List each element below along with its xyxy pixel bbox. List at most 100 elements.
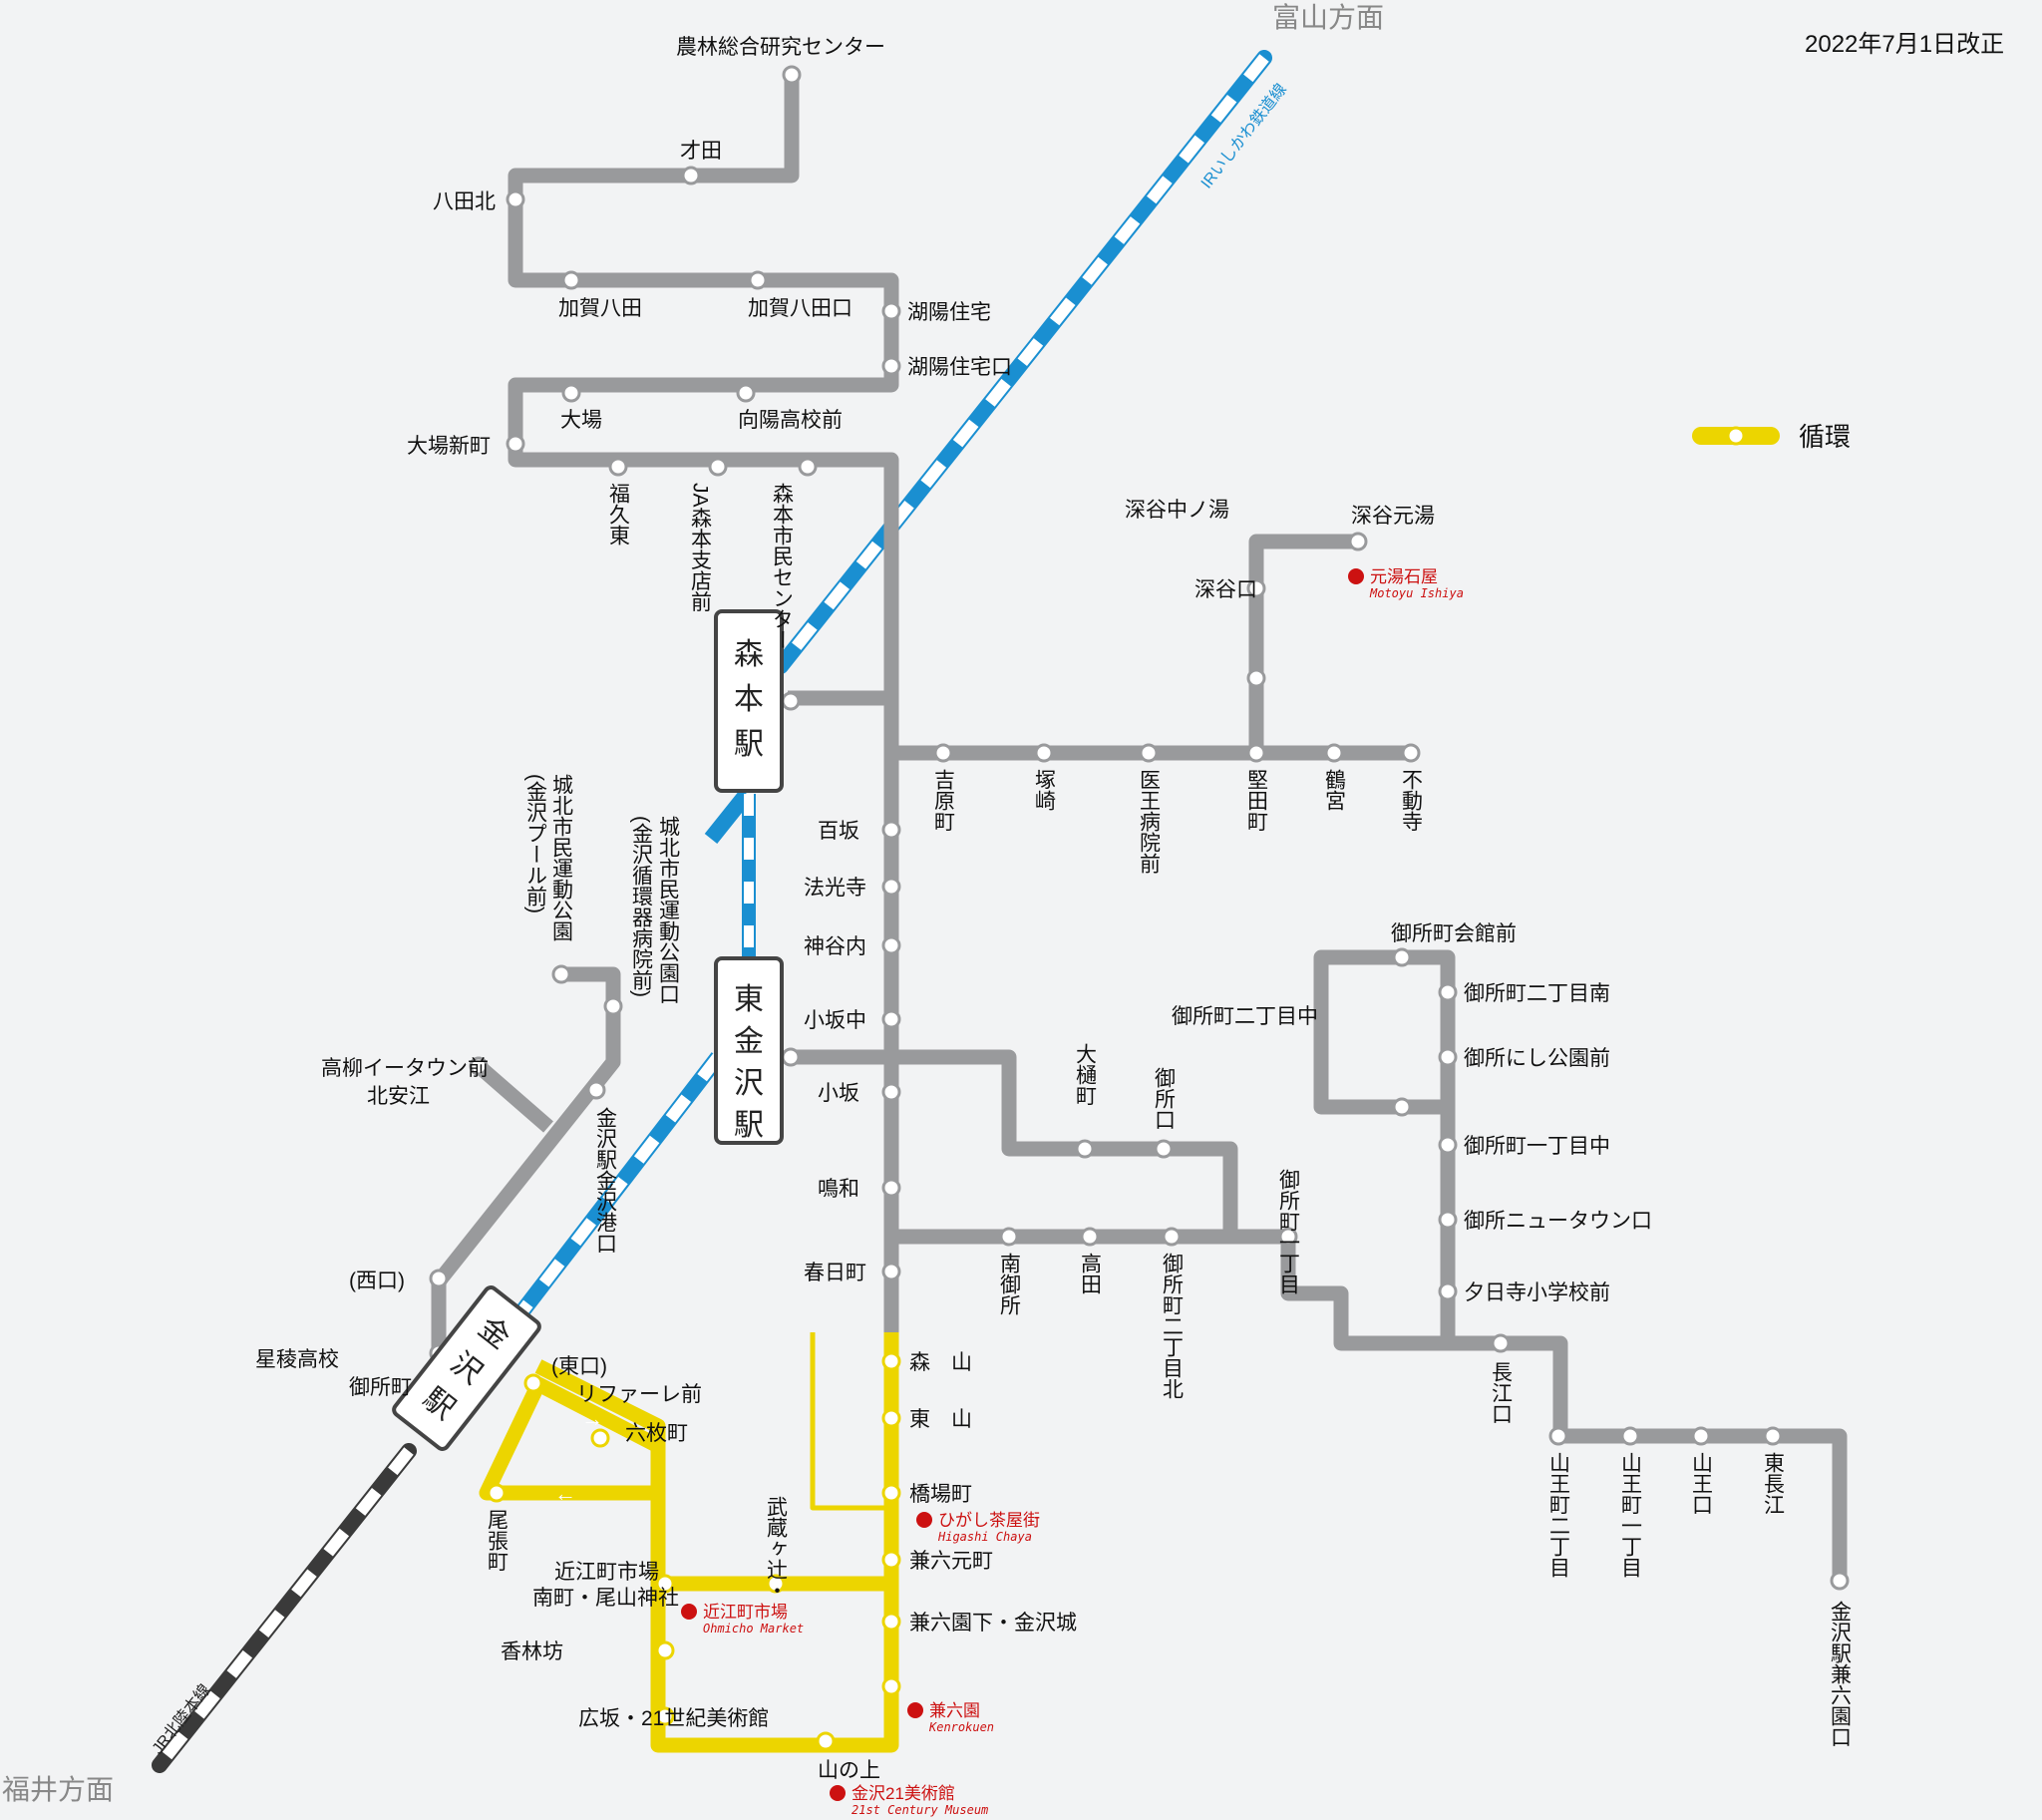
poi-higashi-chaya[interactable]: ひがし茶屋街 Higashi Chaya: [916, 1511, 1040, 1544]
stop-label: 深谷口: [1194, 578, 1257, 601]
stop-label: 深谷元湯: [1351, 505, 1435, 528]
route-east: [891, 1229, 1848, 1584]
stop-label: 南御所: [998, 1253, 1022, 1315]
route-hospital-spur: [474, 1060, 553, 1133]
stop-label: 湖陽住宅: [907, 301, 991, 324]
stop-label: 御所町会館前: [1391, 922, 1517, 945]
stop-label: 山王町一丁目: [1619, 1452, 1643, 1578]
stop-label: 御所にし公園前: [1464, 1047, 1610, 1070]
route-north: [508, 75, 899, 706]
stop-label: (金沢プール前): [524, 774, 548, 913]
stop-label: 広坂・21世紀美術館: [578, 1707, 769, 1730]
stop-label: 小坂: [818, 1082, 859, 1105]
direction-fukui: 福井方面: [2, 1774, 114, 1805]
stop-label: 鶴宮: [1323, 769, 1347, 811]
stop-label: 吉原町: [932, 769, 956, 832]
morimoto-station[interactable]: 森本駅: [714, 609, 784, 793]
svg-text:金沢21美術館: 金沢21美術館: [851, 1784, 955, 1803]
stop-label: 橋場町: [909, 1483, 972, 1506]
stop-label: 神谷内: [804, 935, 866, 958]
poi-21st-century-museum[interactable]: 金沢21美術館 21st Century Museum: [830, 1784, 988, 1817]
stop-label: 御所町: [349, 1376, 412, 1399]
stop-label: 金沢駅兼六園口: [1829, 1601, 1853, 1747]
stop-label: JA森本支店前: [689, 483, 713, 612]
stop-label: 加賀八田: [558, 297, 642, 320]
gray-bus-routes: [431, 75, 1848, 1584]
stop-label: 高田: [1079, 1253, 1102, 1294]
stop-label: 金沢駅金沢港口: [594, 1107, 618, 1254]
stop-label: 深谷中ノ湯: [1125, 499, 1229, 522]
legend-loop-label: 循環: [1799, 422, 1851, 452]
stop-label: 兼六園下・金沢城: [909, 1612, 1077, 1635]
stop-label: 東長江: [1762, 1452, 1786, 1515]
svg-text:駅: 駅: [734, 1109, 764, 1142]
stop-label: 夕日寺小学校前: [1464, 1281, 1610, 1304]
stop-label: 近江町市場: [554, 1561, 659, 1584]
stop-label: リファーレ前: [576, 1383, 702, 1406]
svg-text:本: 本: [734, 683, 764, 716]
svg-text:沢: 沢: [734, 1067, 764, 1100]
stop-label: 兼六元町: [909, 1550, 993, 1573]
svg-text:Ohmicho Market: Ohmicho Market: [703, 1622, 804, 1636]
stop-markers: [429, 65, 1850, 1591]
revision-date: 2022年7月1日改正: [1805, 31, 2004, 58]
vertical-stop-labels: 福久東 JA森本支店前 森本市民センター 吉原町 塚崎 医王病院前 堅田町 鶴宮…: [486, 483, 1853, 1747]
stop-label: 香林坊: [501, 1640, 563, 1663]
stop-label: 向陽高校前: [738, 409, 843, 432]
points-of-interest: 元湯石屋 Motoyu Ishiya ひがし茶屋街 Higashi Chaya …: [681, 567, 1464, 1817]
ir-ishikawa-railway-line: [511, 50, 1272, 1321]
direction-toyama: 富山方面: [1272, 2, 1384, 33]
stop-label: 御所町二丁目南: [1464, 982, 1610, 1005]
route-seiryo: [788, 1049, 1238, 1237]
stop-label: 御所口: [1153, 1067, 1177, 1130]
poi-motoyu-ishiya[interactable]: 元湯石屋 Motoyu Ishiya: [1348, 567, 1464, 600]
svg-text:Higashi Chaya: Higashi Chaya: [937, 1530, 1032, 1544]
svg-text:金: 金: [734, 1025, 764, 1058]
stop-label: 加賀八田口: [748, 297, 852, 320]
svg-text:21st Century Museum: 21st Century Museum: [851, 1803, 988, 1817]
route-kitayasue: [431, 966, 621, 1353]
stop-label: 城北市民運動公園口: [657, 816, 681, 1004]
stop-label: 医王病院前: [1138, 769, 1162, 874]
stop-label: 御所町二丁目中: [1172, 1005, 1318, 1028]
route-gosho-loop: [1313, 949, 1456, 1343]
stop-label: 森本市民センター: [771, 483, 795, 650]
svg-text:東: 東: [734, 983, 764, 1016]
stop-label: 山王町二丁目: [1547, 1452, 1570, 1578]
svg-text:Motoyu Ishiya: Motoyu Ishiya: [1369, 586, 1464, 600]
stop-label: 小坂中: [804, 1009, 866, 1032]
stop-label: 武蔵ヶ辻・: [765, 1496, 789, 1601]
svg-text:元湯石屋: 元湯石屋: [1370, 567, 1438, 586]
stop-label: 塚崎: [1033, 769, 1057, 811]
jr-hokuriku-line: [152, 1443, 417, 1773]
loop-arrow-2: ←: [554, 1481, 576, 1506]
kanazawa-station[interactable]: 金沢駅: [392, 1285, 542, 1452]
stop-label: 星稜高校: [255, 1348, 339, 1371]
stop-label: 才田: [680, 140, 722, 163]
stop-label: 山王口: [1690, 1452, 1713, 1515]
stop-label: 長江口: [1490, 1361, 1514, 1424]
stop-label: 東 山: [909, 1408, 972, 1431]
stop-label: 御所町一丁目: [1277, 1169, 1301, 1294]
stop-label: 御所町一丁目中: [1464, 1135, 1610, 1158]
stop-label: (金沢循環器病院前): [630, 816, 654, 997]
stop-label: 鳴和: [818, 1178, 859, 1201]
stop-label: 城北市民運動公園: [550, 774, 574, 941]
higashi-kanazawa-station[interactable]: 東金沢 駅: [714, 956, 784, 1145]
poi-ohmicho-market[interactable]: 近江町市場 Ohmicho Market: [681, 1603, 804, 1636]
svg-text:駅: 駅: [734, 728, 764, 761]
stop-label: 不動寺: [1400, 769, 1424, 832]
stop-label: 農林総合研究センター: [676, 36, 885, 59]
svg-text:兼六園: 兼六園: [929, 1701, 980, 1720]
stop-label: 御所ニュータウン口: [1464, 1210, 1652, 1233]
stop-label: 北安江: [367, 1085, 430, 1108]
poi-kenrokuen[interactable]: 兼六園 Kenrokuen: [907, 1701, 994, 1734]
stop-label: 山の上: [818, 1759, 880, 1782]
stop-label: 大場: [560, 409, 602, 432]
stop-label: 法光寺: [804, 877, 866, 900]
stop-label: 御所町二丁目北: [1161, 1253, 1185, 1399]
stop-label: 福久東: [607, 483, 631, 546]
stop-label: 大場新町: [407, 435, 491, 458]
stop-label: 森 山: [909, 1351, 972, 1374]
